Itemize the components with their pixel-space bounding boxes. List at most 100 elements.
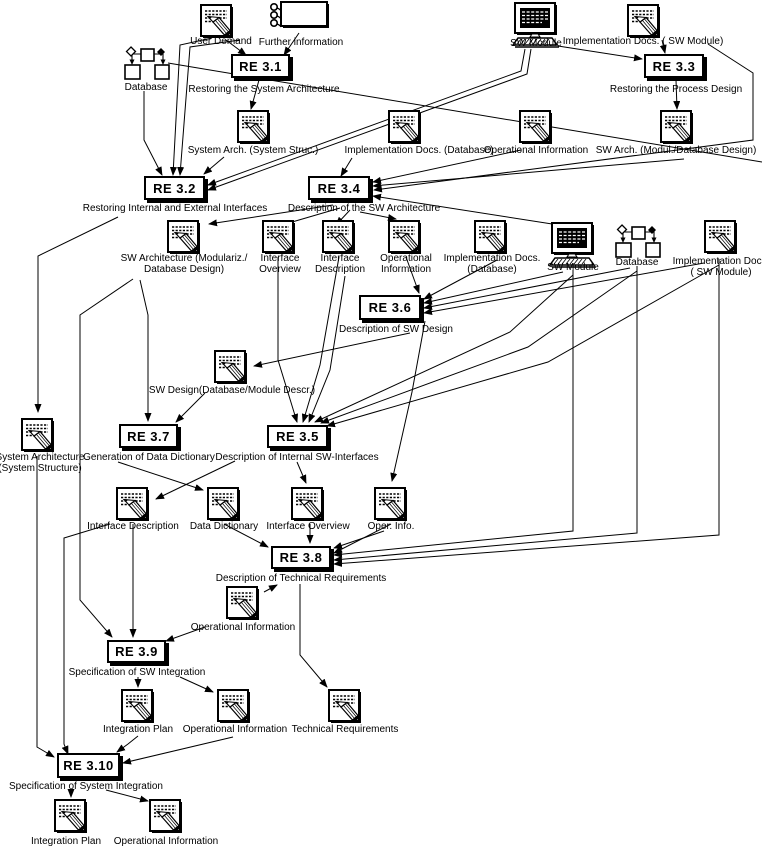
connector-23	[359, 211, 397, 221]
implementation-docs-database-label: Implementation Docs. (Database)	[344, 145, 494, 156]
connector-16	[372, 193, 566, 227]
oper-info-out-label: Oper. Info.	[367, 521, 415, 532]
connector-39	[326, 264, 720, 428]
connector-10	[659, 39, 667, 54]
connector-51	[333, 523, 392, 554]
re-3-4-caption: Description of the SW Architecture	[287, 203, 441, 214]
operational-information-mid-label: Operational	[380, 253, 432, 264]
connector-38	[320, 270, 638, 424]
connector-5	[177, 39, 241, 176]
integration-plan-re39-document-icon	[121, 689, 156, 730]
sw-module-mid-computer-icon	[548, 222, 600, 274]
database-mid-database-icon	[612, 224, 664, 269]
connector-27	[301, 256, 340, 423]
connector-18	[34, 216, 119, 413]
operational-information-mid-label: Information	[380, 264, 432, 275]
connector-11	[373, 43, 754, 193]
connector-25	[79, 278, 134, 638]
connector-9	[557, 45, 643, 62]
oper-info-out-document-icon	[374, 487, 409, 528]
implementation-docs-sw-module-mid-document-icon	[704, 220, 739, 261]
connector-30	[423, 259, 498, 300]
technical-requirements-document-icon	[328, 689, 363, 730]
data-dictionary-document-icon	[207, 487, 242, 528]
connector-33	[333, 259, 720, 567]
integration-plan-re310-document-icon	[54, 799, 89, 840]
connector-50	[333, 530, 385, 549]
connector-35	[423, 267, 631, 310]
system-arch-label: System Arch. (System Struc.)	[187, 145, 319, 156]
connector-41	[390, 320, 426, 482]
re-3-6-caption: Description of SW Design	[339, 324, 453, 335]
operational-information-re39-label: Operational Information	[182, 724, 288, 735]
sw-architecture-modulariz-label: SW Architecture (Modulariz./	[120, 253, 248, 264]
database-top-label: Database	[124, 82, 168, 93]
sw-module-mid-label: SW Module	[547, 262, 599, 273]
technical-requirements-label: Technical Requirements	[291, 724, 399, 735]
operational-information-re39-document-icon	[217, 689, 252, 730]
sw-arch-modul-database-design-label: SW Arch. (Modul./Database Design)	[595, 145, 757, 156]
connector-29	[405, 256, 420, 294]
connector-53	[299, 584, 328, 688]
system-architecture-left-label: (System Structure)	[0, 463, 82, 474]
connector-52	[263, 584, 278, 593]
connector-42	[175, 392, 206, 423]
interface-overview-mid-label: Overview	[259, 264, 301, 275]
re-3-7-caption: Generation of Data Dictionary	[83, 452, 215, 463]
connector-58	[122, 736, 234, 765]
system-architecture-left-label: System Architecture	[0, 452, 85, 463]
connector-57	[116, 735, 139, 753]
system-architecture-left-document-icon	[21, 418, 56, 459]
connector-54	[165, 626, 206, 642]
re-3-9-box: RE 3.9	[107, 640, 166, 663]
interface-overview-mid-label: Interface	[260, 253, 300, 264]
operational-information-re310-document-icon	[149, 799, 184, 840]
connector-45	[296, 461, 307, 484]
connector-0	[225, 39, 247, 56]
implementation-docs-sw-module-top-document-icon	[627, 4, 662, 45]
interface-overview-mid-document-icon	[262, 220, 297, 261]
re-3-10-caption: Specification of System Integration	[9, 781, 163, 792]
connector-24	[139, 279, 152, 422]
further-information-binder-icon	[267, 1, 331, 36]
re-3-2-caption: Restoring Internal and External Interfac…	[82, 203, 268, 214]
re-3-6-box: RE 3.6	[359, 295, 421, 320]
operational-information-re310-label: Operational Information	[113, 836, 219, 847]
connector-47	[61, 523, 111, 755]
connector-56	[179, 676, 214, 693]
interface-overview-out-label: Interface Overview	[266, 521, 350, 532]
connector-7	[207, 48, 526, 186]
re-3-10-box: RE 3.10	[57, 753, 120, 778]
sw-design-label: SW Design(Database/Module Descr.)	[148, 385, 316, 396]
re-3-8-box: RE 3.8	[271, 546, 331, 569]
re-3-2-box: RE 3.2	[144, 176, 205, 200]
re-3-9-caption: Specification of SW Integration	[68, 667, 206, 678]
connector-14	[372, 149, 522, 184]
operational-information-top-label: Operational Information	[483, 145, 589, 156]
sw-architecture-modulariz-document-icon	[167, 220, 202, 261]
connector-3	[143, 91, 163, 176]
connector-1	[283, 32, 300, 56]
connector-28	[308, 275, 346, 423]
integration-plan-re39-label: Integration Plan	[102, 724, 174, 735]
re-3-4-box: RE 3.4	[308, 176, 370, 200]
re-3-5-box: RE 3.5	[267, 425, 328, 448]
connector-6	[203, 156, 225, 175]
connector-20	[208, 204, 334, 227]
sw-module-top-computer-icon	[511, 2, 563, 54]
re-3-5-caption: Description of Internal SW-Interfaces	[215, 452, 379, 463]
sw-arch-modul-database-design-document-icon	[660, 110, 695, 151]
connector-37	[314, 274, 574, 423]
connector-31	[333, 270, 574, 558]
connector-4	[169, 37, 213, 176]
connector-43	[117, 461, 204, 491]
connector-44	[155, 460, 236, 500]
sw-design-document-icon	[214, 350, 249, 391]
connector-17	[167, 62, 762, 163]
operational-information-re38-document-icon	[226, 586, 261, 627]
connector-8	[207, 48, 532, 191]
user-demand-document-icon	[200, 4, 235, 45]
interface-description-mid-label: Description	[314, 264, 366, 275]
implementation-docs-sw-module-mid-label: ( SW Module)	[690, 267, 752, 278]
